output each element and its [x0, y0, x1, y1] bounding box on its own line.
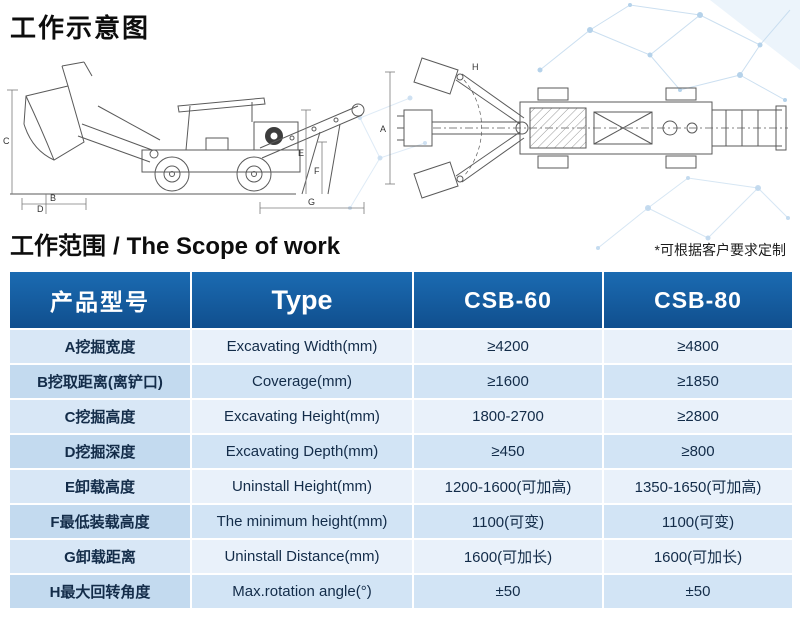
row-csb60-cell: 1600(可加长) [412, 538, 604, 575]
row-type-cell: Uninstall Height(mm) [190, 468, 414, 505]
row-type-cell: Excavating Height(mm) [190, 398, 414, 435]
row-label-cell: A挖掘宽度 [8, 328, 192, 365]
side-view-drawing: B C D E F G [3, 61, 365, 214]
network-decoration-center [348, 95, 427, 210]
corner-triangle-shape [710, 0, 800, 70]
dim-label-e: E [298, 148, 304, 158]
row-csb80-cell: 1600(可加长) [602, 538, 794, 575]
dim-label-a: A [380, 124, 386, 134]
row-type-cell: Excavating Depth(mm) [190, 433, 414, 470]
row-csb80-cell: ≥800 [602, 433, 794, 470]
row-csb80-cell: ±50 [602, 573, 794, 610]
header-csb60: CSB-60 [412, 270, 604, 330]
page-title: 工作示意图 [10, 13, 151, 43]
dim-label-d: D [37, 204, 44, 214]
scope-heading: 工作范围 /The Scope of work [10, 226, 340, 261]
row-label-cell: E卸载高度 [8, 468, 192, 505]
row-label-cell: G卸载距离 [8, 538, 192, 575]
table-row: F最低装载高度 The minimum height(mm) 1100(可变) … [8, 503, 794, 540]
row-type-cell: Uninstall Distance(mm) [190, 538, 414, 575]
row-label-cell: F最低装载高度 [8, 503, 192, 540]
table-header-row: 产品型号 Type CSB-60 CSB-80 [8, 270, 794, 330]
row-csb60-cell: 1200-1600(可加高) [412, 468, 604, 505]
row-csb60-cell: ≥1600 [412, 363, 604, 400]
row-csb60-cell: ≥4200 [412, 328, 604, 365]
row-label-cell: D挖掘深度 [8, 433, 192, 470]
row-type-cell: Coverage(mm) [190, 363, 414, 400]
customization-note: *可根据客户要求定制 [654, 242, 786, 258]
row-label-cell: B挖取距离(离铲口) [8, 363, 192, 400]
header-type: Type [190, 270, 414, 330]
row-csb80-cell: ≥4800 [602, 328, 794, 365]
header-model: 产品型号 [8, 270, 192, 330]
header-csb80: CSB-80 [602, 270, 794, 330]
dim-label-h: H [472, 62, 479, 72]
table-row: A挖掘宽度 Excavating Width(mm) ≥4200 ≥4800 [8, 328, 794, 365]
network-decoration-mid-right [596, 176, 790, 250]
scope-heading-en: The Scope of work [126, 233, 341, 260]
row-type-cell: Excavating Width(mm) [190, 328, 414, 365]
row-csb60-cell: ±50 [412, 573, 604, 610]
table-row: H最大回转角度 Max.rotation angle(°) ±50 ±50 [8, 573, 794, 610]
row-label-cell: C挖掘高度 [8, 398, 192, 435]
row-label-cell: H最大回转角度 [8, 573, 192, 610]
table-row: G卸载距离 Uninstall Distance(mm) 1600(可加长) 1… [8, 538, 794, 575]
row-csb80-cell: 1350-1650(可加高) [602, 468, 794, 505]
row-csb60-cell: ≥450 [412, 433, 604, 470]
dim-label-g: G [308, 197, 315, 207]
top-view-drawing: A H [380, 57, 788, 199]
spec-table: 产品型号 Type CSB-60 CSB-80 A挖掘宽度 Excavating… [8, 270, 794, 610]
row-csb80-cell: ≥1850 [602, 363, 794, 400]
dim-label-b: B [50, 193, 56, 203]
network-decoration-top-right [537, 0, 800, 102]
row-csb80-cell: ≥2800 [602, 398, 794, 435]
table-row: D挖掘深度 Excavating Depth(mm) ≥450 ≥800 [8, 433, 794, 470]
row-csb60-cell: 1100(可变) [412, 503, 604, 540]
table-row: E卸载高度 Uninstall Height(mm) 1200-1600(可加高… [8, 468, 794, 505]
table-row: B挖取距离(离铲口) Coverage(mm) ≥1600 ≥1850 [8, 363, 794, 400]
row-csb80-cell: 1100(可变) [602, 503, 794, 540]
dim-label-c: C [3, 136, 10, 146]
row-csb60-cell: 1800-2700 [412, 398, 604, 435]
row-type-cell: The minimum height(mm) [190, 503, 414, 540]
row-type-cell: Max.rotation angle(°) [190, 573, 414, 610]
scope-heading-divider: / [113, 233, 120, 260]
table-row: C挖掘高度 Excavating Height(mm) 1800-2700 ≥2… [8, 398, 794, 435]
dim-label-f: F [314, 166, 320, 176]
scope-heading-zh: 工作范围 [10, 233, 106, 260]
